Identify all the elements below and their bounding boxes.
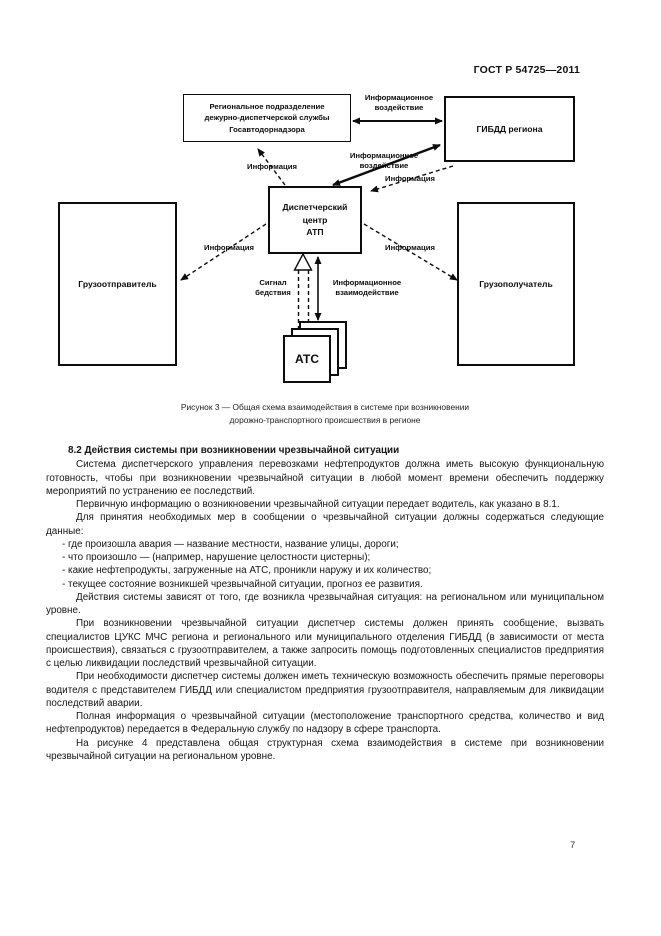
paragraph: Первичную информацию о возникновении чре… (76, 499, 560, 510)
arrow-distress-head (293, 252, 313, 271)
diagram-arrows (180, 117, 458, 336)
list-item: - что произошло — (например, нарушение ц… (62, 552, 371, 563)
list-item: - текущее состояние возникшей чрезвычайн… (62, 578, 423, 590)
arrow-gibdd-dispatch (370, 165, 454, 193)
paragraph: Полная информация о чрезвычайной ситуаци… (46, 711, 604, 736)
figure-caption-line2: дорожно-транспортного происшествия в рег… (229, 415, 421, 425)
label-information-consignee: Информация (385, 243, 435, 252)
paragraph: Действия системы зависят от того, где во… (46, 591, 604, 616)
paragraph: Для принятия необходимых мер в сообщении… (46, 512, 604, 537)
label-info-impact-top: Информационное воздействие (364, 93, 434, 112)
label-information-shipper: Информация (204, 243, 254, 252)
body-text: 8.2 Действия системы при возникновении ч… (46, 444, 604, 763)
list-item: - где произошла авария — название местно… (62, 538, 399, 550)
list-item: - какие нефтепродукты, загруженные на АТ… (62, 565, 432, 577)
paragraph: При возникновении чрезвычайной ситуации … (46, 618, 604, 669)
figure-caption: Рисунок 3 — Общая схема взаимодействия в… (46, 401, 604, 427)
doc-standard-number: ГОСТ Р 54725—2011 (473, 64, 580, 76)
box-gibdd-region: ГИБДД региона (444, 96, 575, 162)
section-heading: 8.2 Действия системы при возникновении ч… (68, 445, 400, 456)
paragraph: При необходимости диспетчер системы долж… (46, 671, 604, 709)
label-information-gibdd: Информация (385, 174, 435, 183)
arrow-dispatch-shipper (180, 223, 267, 281)
label-info-interaction: Информационное взаимодействие (332, 278, 402, 297)
box-atc-front: АТС (283, 335, 331, 383)
box-dispatch-center-atp: Диспетчерский центр АТП (268, 186, 362, 254)
figure-3-diagram: Региональное подразделение дежурно-диспе… (40, 90, 625, 395)
paragraph: На рисунке 4 представлена общая структур… (46, 737, 604, 762)
box-regional-dispatch-service: Региональное подразделение дежурно-диспе… (183, 94, 351, 142)
label-information-regional: Информация (247, 162, 297, 171)
arrow-dispatch-gibdd (332, 143, 441, 187)
page-number: 7 (570, 840, 576, 851)
label-info-impact-mid: Информационное воздействие (349, 151, 419, 170)
paragraph: Система диспетчерского управления перево… (46, 459, 604, 497)
figure-caption-line1: Рисунок 3 — Общая схема взаимодействия в… (180, 402, 470, 412)
arrow-dispatch-regional (257, 148, 286, 186)
box-consignee: Грузополучатель (457, 202, 575, 366)
label-distress-signal: Сигнал бедствия (255, 278, 291, 297)
box-shipper: Грузоотправитель (58, 202, 177, 366)
